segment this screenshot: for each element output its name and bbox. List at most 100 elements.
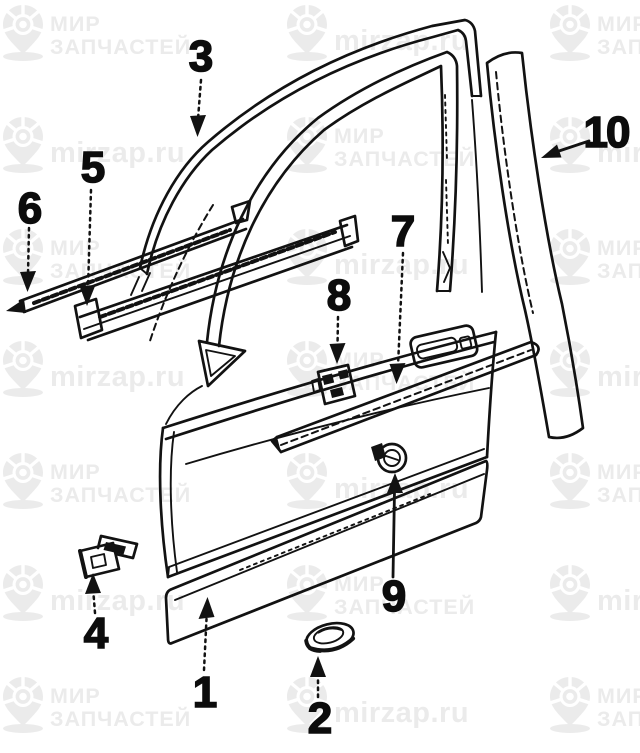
callout-label-4: 4 — [83, 609, 109, 658]
handle-lock-nub — [458, 335, 473, 350]
callout-label-8: 8 — [326, 271, 352, 320]
frame-inner-edge — [217, 64, 444, 348]
callout-arrowhead-8 — [329, 343, 346, 364]
watermark-brand-text: МИР — [334, 124, 385, 148]
part-fastener — [371, 442, 408, 474]
callout-arrowhead-2 — [310, 656, 326, 677]
clip8-fill — [338, 369, 349, 380]
top-slope — [165, 385, 203, 425]
triangle-outer — [197, 339, 247, 388]
callout-leader-7 — [396, 251, 405, 368]
callout-label-7: 7 — [390, 207, 416, 256]
strip5-line — [83, 235, 351, 330]
watermark-tile: mirzap.ru — [1, 563, 185, 623]
part-belt-strip-outer — [6, 199, 252, 314]
callout-arrowhead-1 — [198, 597, 215, 619]
callout-label-10: 10 — [583, 108, 632, 157]
watermark-brand-text: МИР — [50, 684, 101, 708]
callout-arrowhead-6 — [20, 271, 36, 292]
clip4-arm — [96, 534, 139, 560]
watermark-brand-text: ЗАПЧАСТЕЙ — [50, 482, 191, 507]
trim-outline — [485, 51, 585, 440]
callout-label-9: 9 — [381, 572, 407, 621]
pillar-detail — [445, 179, 449, 246]
triangle-inner — [205, 349, 236, 377]
watermark-site-text: mirzap.ru — [597, 585, 640, 617]
callout-leader-5 — [86, 188, 93, 290]
part-drain-plug — [304, 621, 356, 653]
callout-arrowhead-3 — [190, 115, 206, 137]
callout-leader-9 — [391, 489, 396, 579]
band-lip — [174, 473, 485, 601]
front-edge-2 — [169, 431, 178, 573]
moulding-inner-line — [145, 28, 474, 276]
rear-edge — [485, 330, 498, 459]
belt-line-2 — [164, 340, 496, 441]
watermark-tile: mirzap.ru — [285, 675, 469, 735]
watermark-brand-text: МИР — [597, 12, 640, 36]
strip6-top — [18, 217, 245, 303]
callout-leader-8 — [336, 315, 340, 348]
strip5-left-cap — [73, 297, 104, 340]
clip4-hole — [90, 553, 107, 569]
clip4-edge — [78, 549, 88, 579]
callout-arrowhead-10 — [541, 144, 562, 158]
part-pillar-trim — [485, 51, 585, 440]
strip5-line — [78, 223, 349, 319]
watermark-site-text: mirzap.ru — [334, 697, 469, 729]
pillar-detail — [444, 94, 448, 161]
front-edge — [158, 426, 170, 579]
strip7-right-cap — [529, 340, 540, 357]
watermark-brand-text: МИР — [597, 460, 640, 484]
door-window-frame — [205, 50, 483, 348]
callout-leader-4 — [92, 592, 97, 615]
watermark-brand-text: ЗАПЧАСТЕЙ — [597, 706, 640, 731]
door-handle — [409, 324, 479, 369]
part-lower-moulding — [164, 459, 489, 645]
part-side-moulding — [270, 340, 540, 454]
part-window-frame-moulding — [130, 18, 483, 345]
clip8-body — [316, 363, 357, 406]
strip6-end-tab — [230, 199, 252, 225]
fastener-tab — [371, 443, 386, 461]
frame-front-edge — [205, 50, 459, 344]
belt-line — [161, 330, 498, 430]
callout-leader-1 — [202, 617, 208, 672]
bottom-edge — [166, 455, 489, 579]
fastener-inner — [383, 449, 401, 467]
callout-label-3: 3 — [188, 32, 214, 81]
pillar-hook — [442, 251, 451, 283]
plug-detail — [317, 627, 343, 634]
clip8-tab — [311, 378, 321, 393]
watermark-brand-text: ЗАПЧАСТЕЙ — [50, 34, 191, 59]
watermark-brand-text: ЗАПЧАСТЕЙ — [50, 706, 191, 731]
strip7-left-fill — [272, 437, 281, 452]
plug-inner — [312, 626, 345, 645]
watermark-brand-text: ЗАПЧАСТЕЙ — [334, 146, 475, 171]
watermark-brand-text: ЗАПЧАСТЕЙ — [334, 594, 475, 619]
callout-arrowhead-9 — [387, 473, 403, 493]
part-moulding-clip — [311, 363, 357, 406]
watermark-tile: mirzap.ru — [548, 339, 640, 399]
part-strip-clip — [78, 534, 139, 579]
callout-leader-6 — [26, 226, 31, 276]
band-outline — [164, 459, 489, 645]
clip8-fill — [322, 373, 335, 385]
seal-dashed-arc — [148, 204, 214, 345]
clip4-slot — [103, 542, 126, 555]
plug-shadow — [304, 638, 323, 653]
handle-grip — [416, 336, 459, 360]
clip8-fill — [330, 387, 344, 398]
callout-arrows — [20, 78, 591, 699]
watermark-tile: mirzap.ru — [548, 115, 640, 175]
strip5-right-cap — [338, 214, 360, 248]
callout-leader-10 — [554, 139, 591, 154]
watermark-brand-text: ЗАПЧАСТЕЙ — [597, 34, 640, 59]
